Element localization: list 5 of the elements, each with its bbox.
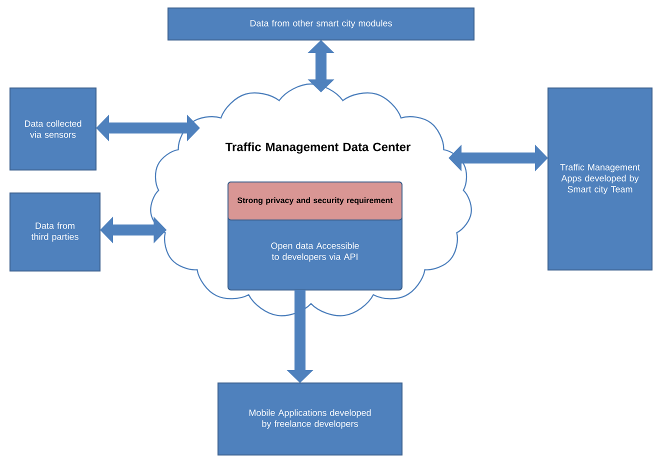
header-band: Strong privacy and security requirement: [228, 182, 402, 220]
process-box: Data from third parties: [10, 192, 100, 272]
process-box: Mobile Applications developed by freelance developers: [218, 382, 402, 456]
process-box: Traffic Management Apps developed by Smart city Team: [548, 88, 652, 270]
process-box: Data collected via sensors: [10, 88, 96, 170]
